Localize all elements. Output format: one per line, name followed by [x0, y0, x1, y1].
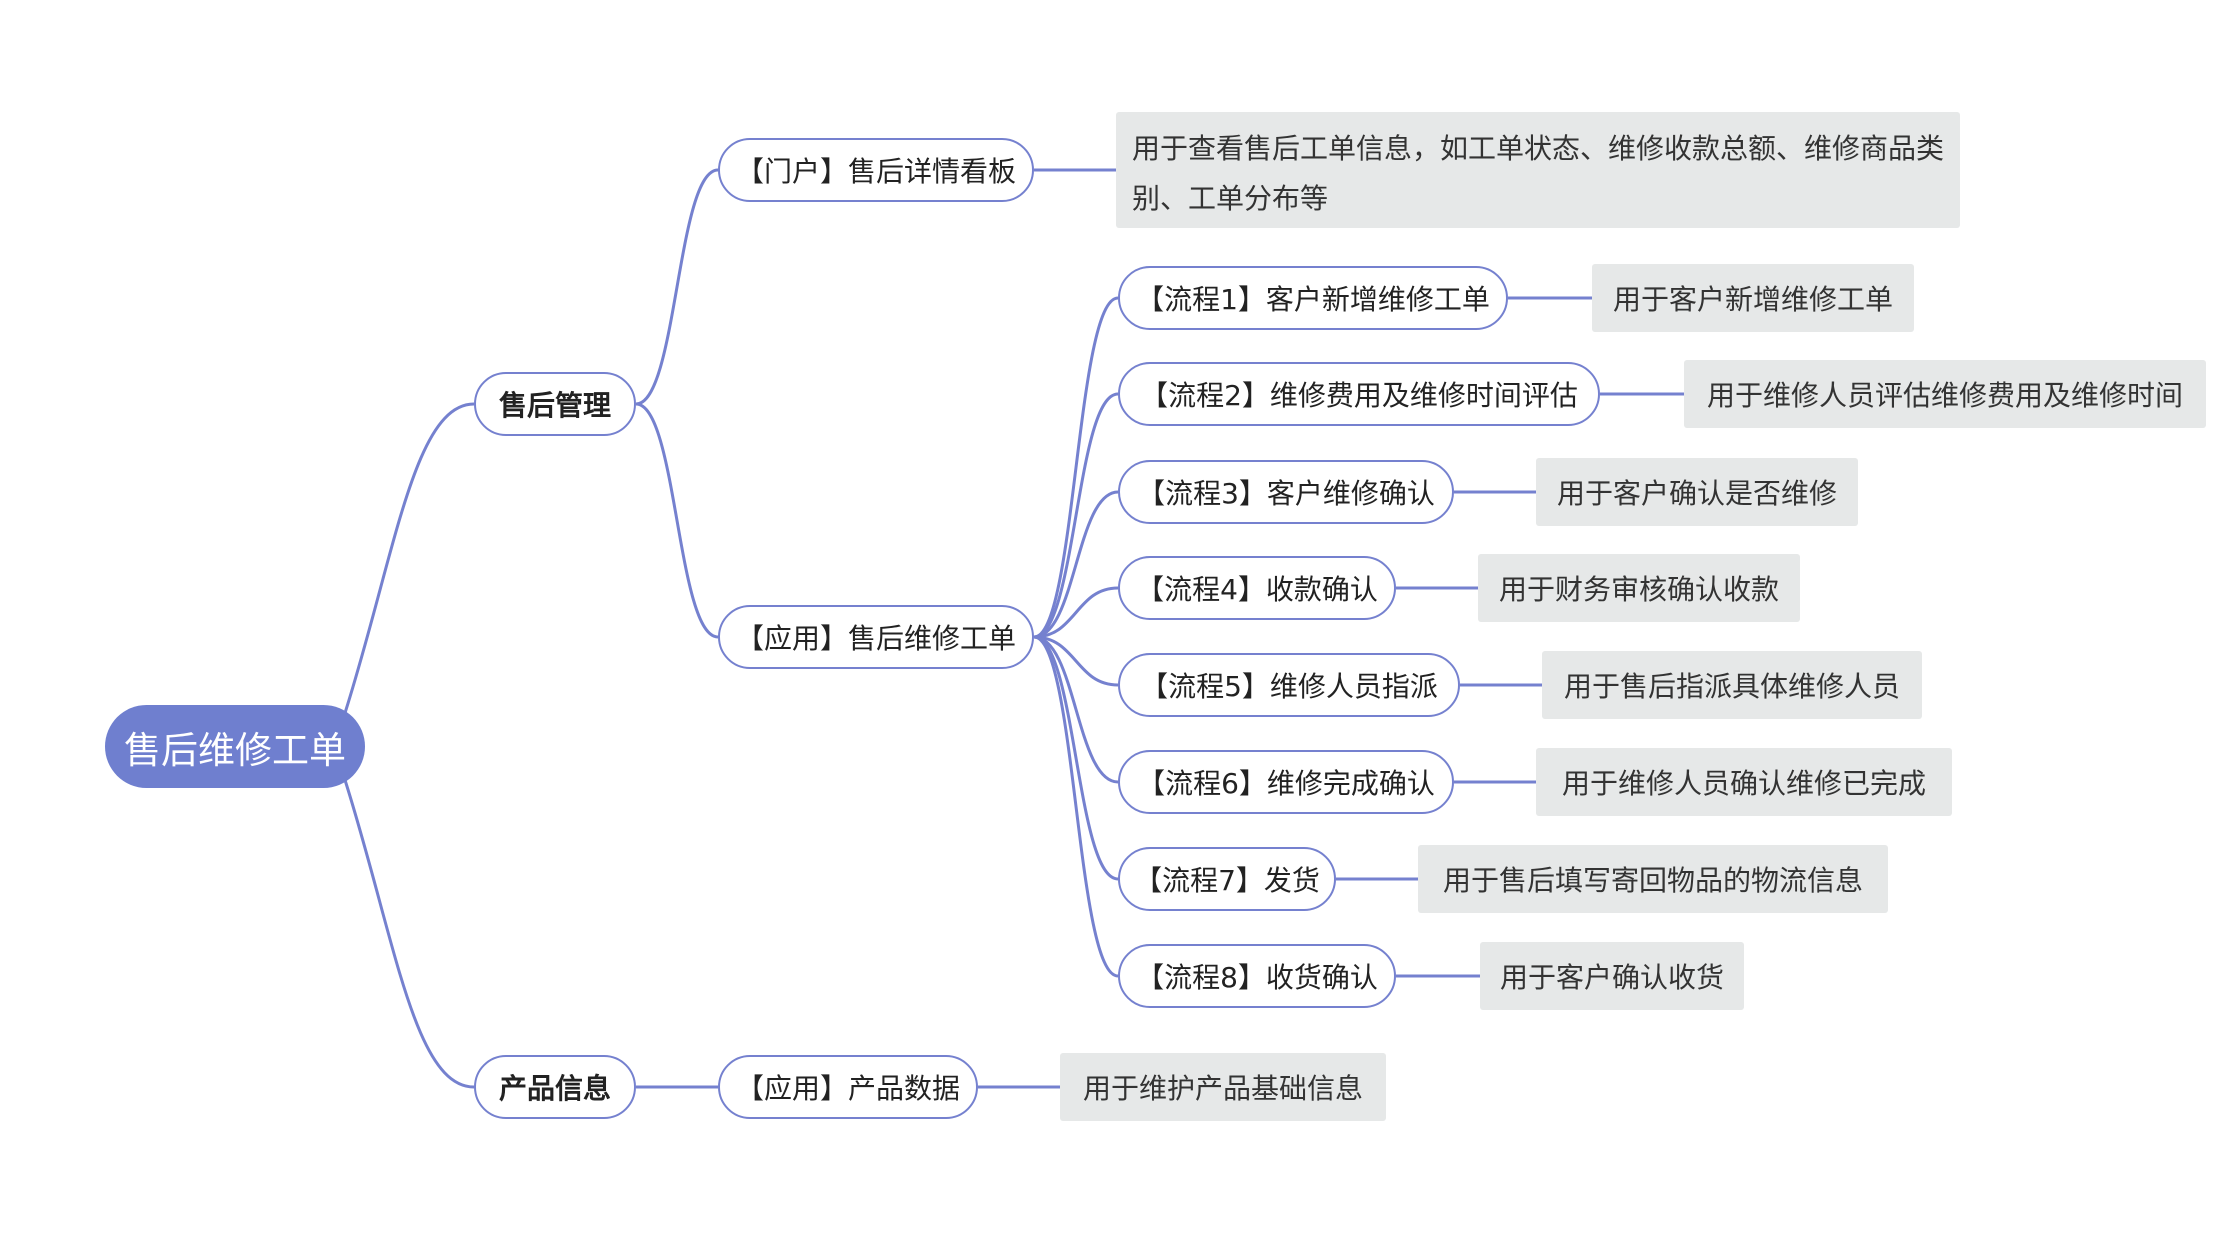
step-2[interactable]: 【流程2】维修费用及维修时间评估 [1118, 362, 1600, 426]
step-3[interactable]: 【流程3】客户维修确认 [1118, 460, 1454, 524]
portal-dashboard[interactable]: 【门户】售后详情看板 [718, 138, 1034, 202]
step-8[interactable]: 【流程8】收货确认 [1118, 944, 1396, 1008]
note-step-7: 用于售后填写寄回物品的物流信息 [1418, 845, 1888, 913]
connector-app-step-8 [1033, 635, 1119, 978]
app-product-data[interactable]: 【应用】产品数据 [718, 1055, 978, 1119]
note-step-4: 用于财务审核确认收款 [1478, 554, 1800, 622]
note-step-5: 用于售后指派具体维修人员 [1542, 651, 1922, 719]
connector-app-step-1 [1033, 296, 1119, 639]
step-5[interactable]: 【流程5】维修人员指派 [1118, 653, 1460, 717]
branch-after-sales[interactable]: 售后管理 [474, 372, 636, 436]
step-4[interactable]: 【流程4】收款确认 [1118, 556, 1396, 620]
note-product-data: 用于维护产品基础信息 [1060, 1053, 1386, 1121]
connector-app-step-4 [1033, 586, 1119, 639]
app-repair-order[interactable]: 【应用】售后维修工单 [718, 605, 1034, 669]
connector-root-after-sales [343, 402, 475, 714]
connector-after-sales-app [635, 402, 719, 639]
connector-app-step-2 [1033, 392, 1119, 639]
connector-app-step-7 [1033, 635, 1119, 881]
connector-after-sales-portal [635, 168, 719, 406]
connector-app-step-6 [1033, 635, 1119, 784]
branch-product-info[interactable]: 产品信息 [474, 1055, 636, 1119]
connector-app-step-3 [1033, 490, 1119, 639]
connector-app-step-5 [1033, 635, 1119, 687]
step-1[interactable]: 【流程1】客户新增维修工单 [1118, 266, 1508, 330]
note-step-6: 用于维修人员确认维修已完成 [1536, 748, 1952, 816]
step-6[interactable]: 【流程6】维修完成确认 [1118, 750, 1454, 814]
note-step-1: 用于客户新增维修工单 [1592, 264, 1914, 332]
note-portal-dashboard: 用于查看售后工单信息，如工单状态、维修收款总额、维修商品类别、工单分布等 [1116, 112, 1960, 228]
note-step-3: 用于客户确认是否维修 [1536, 458, 1858, 526]
root-topic[interactable]: 售后维修工单 [105, 705, 365, 788]
connector-root-product-info [343, 779, 475, 1089]
note-step-2: 用于维修人员评估维修费用及维修时间 [1684, 360, 2206, 428]
note-step-8: 用于客户确认收货 [1480, 942, 1744, 1010]
step-7[interactable]: 【流程7】发货 [1118, 847, 1336, 911]
